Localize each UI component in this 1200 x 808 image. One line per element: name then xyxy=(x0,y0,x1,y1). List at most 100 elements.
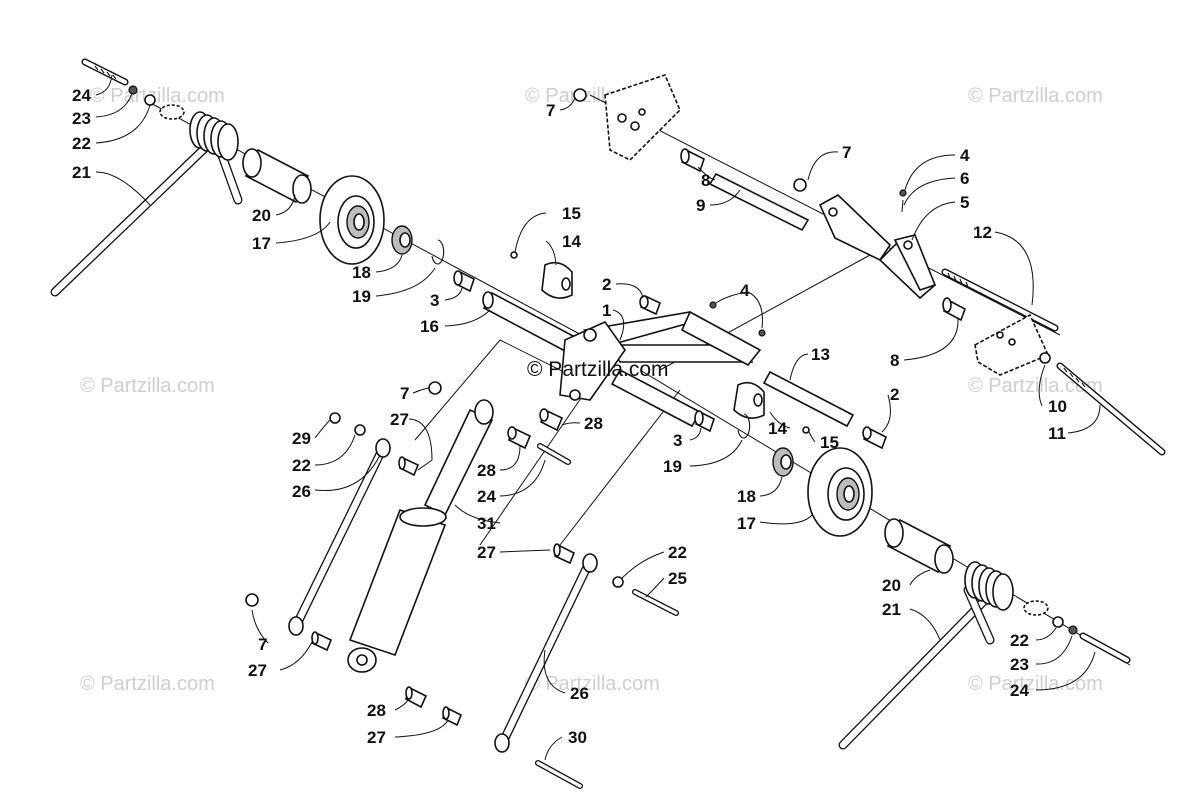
shaft-13 xyxy=(762,370,855,428)
shaft-9 xyxy=(708,172,810,232)
callout-17-mid: 17 xyxy=(737,514,756,533)
callout-18-mid: 18 xyxy=(737,487,756,506)
callout-14-mid: 14 xyxy=(768,419,787,438)
bumper-14-lower xyxy=(733,381,765,419)
nut-7-right xyxy=(793,178,807,192)
callout-28-mid: 28 xyxy=(477,461,496,480)
ghost-spacer-lower xyxy=(1023,600,1049,616)
callout-4-mid: 4 xyxy=(740,281,750,300)
bolt-11 xyxy=(1056,362,1166,456)
callout-30: 30 xyxy=(568,728,587,747)
callout-27-bottom: 27 xyxy=(367,728,386,747)
watermark-mr: © Partzilla.com xyxy=(968,375,1103,397)
axis-lower-right xyxy=(639,369,1131,666)
bolt-24-upper xyxy=(81,58,129,86)
nut-29 xyxy=(329,412,341,424)
link-26-left xyxy=(288,438,391,636)
callout-24-upper: 24 xyxy=(72,86,91,105)
pin-6 xyxy=(901,199,904,213)
callout-13: 13 xyxy=(811,345,830,364)
fitting-4-left xyxy=(709,301,717,309)
callout-24-lower: 24 xyxy=(1010,681,1029,700)
watermark-tr: © Partzilla.com xyxy=(968,85,1103,107)
watermark-ml: © Partzilla.com xyxy=(80,375,215,397)
callout-27-mid-left: 27 xyxy=(390,410,409,429)
bearing-18-lower xyxy=(772,447,794,477)
ghost-spacer xyxy=(159,104,185,120)
callout-16: 16 xyxy=(420,317,439,336)
callout-31: 31 xyxy=(477,514,496,533)
callout-22-upper: 22 xyxy=(72,134,91,153)
callout-labels: 24 23 22 21 20 17 18 19 3 16 15 14 2 1 4… xyxy=(72,86,1067,747)
callout-26-left: 26 xyxy=(292,482,311,501)
callout-7-low-left: 7 xyxy=(258,635,267,654)
bushing-2-right xyxy=(862,426,887,450)
washer-22-left xyxy=(354,424,366,436)
plug-15-upper xyxy=(510,251,518,259)
callout-27-mid: 27 xyxy=(477,543,496,562)
snap-ring-19-lower xyxy=(737,413,751,439)
spacer-20-upper xyxy=(242,148,312,204)
plug-15-lower xyxy=(802,426,810,434)
callout-2-upper: 2 xyxy=(602,275,611,294)
callout-26-bottom: 26 xyxy=(570,684,589,703)
bushing-27-right xyxy=(553,543,576,565)
center-arm-assembly: © Partzilla.com xyxy=(482,251,887,450)
callout-19-upper: 19 xyxy=(352,287,371,306)
nut-7-low xyxy=(245,593,259,607)
bumper-14-upper xyxy=(541,261,573,299)
lower-right-assembly xyxy=(694,410,1131,750)
callout-7-top: 7 xyxy=(546,101,555,120)
callout-29: 29 xyxy=(292,429,311,448)
callout-10: 10 xyxy=(1048,397,1067,416)
bushing-8-right xyxy=(942,297,966,322)
callout-23-lower: 23 xyxy=(1010,655,1029,674)
bolt-24-mid xyxy=(537,443,571,465)
callout-2-right: 2 xyxy=(890,385,899,404)
axis-link-left xyxy=(559,389,681,546)
leader-lines xyxy=(95,74,1101,761)
snap-ring-19-upper xyxy=(431,239,445,265)
washer-10 xyxy=(1039,352,1051,364)
callout-20-upper: 20 xyxy=(252,206,271,225)
watermark-bl: © Partzilla.com xyxy=(80,673,215,695)
bushing-27-low xyxy=(441,706,463,727)
callout-17-upper: 17 xyxy=(252,234,271,253)
callout-23-upper: 23 xyxy=(72,109,91,128)
bushing-3-upper xyxy=(453,270,475,293)
arm-1 xyxy=(559,310,762,401)
wheel-17-lower xyxy=(807,447,873,537)
bushing-28-center xyxy=(539,408,564,432)
callout-27-low-left: 27 xyxy=(248,661,267,680)
torsion-spring-21-upper xyxy=(50,111,243,297)
watermark-tl: © Partzilla.com xyxy=(90,85,225,107)
watermark-bc: © Partzilla.com xyxy=(525,673,660,695)
bushing-28-low xyxy=(405,686,428,709)
callout-6: 6 xyxy=(960,169,969,188)
washer-23-lower xyxy=(1068,625,1078,635)
upper-right-assembly xyxy=(573,74,1166,456)
bolt-12 xyxy=(941,268,1059,332)
callout-15-mid: 15 xyxy=(820,433,839,452)
callout-7-top-right: 7 xyxy=(842,143,851,162)
bushing-3-lower xyxy=(694,410,715,433)
washer-23-upper xyxy=(128,85,138,95)
frame-section-lower xyxy=(974,313,1050,376)
callout-3-upper: 3 xyxy=(430,291,439,310)
callout-9: 9 xyxy=(696,196,705,215)
callout-22-lower: 22 xyxy=(1010,631,1029,650)
callout-12: 12 xyxy=(973,223,992,242)
callout-28-center: 28 xyxy=(584,414,603,433)
callout-22-mid: 22 xyxy=(668,543,687,562)
washer-22-right xyxy=(612,576,624,588)
callout-21-lower: 21 xyxy=(882,600,901,619)
bolt-24-lower xyxy=(1079,632,1131,664)
callout-4-top: 4 xyxy=(960,146,970,165)
callout-24-mid: 24 xyxy=(477,487,496,506)
callout-14-upper: 14 xyxy=(562,232,581,251)
torsion-spring-21-lower xyxy=(838,561,1014,750)
bearing-18-upper xyxy=(391,225,413,255)
callout-8-right: 8 xyxy=(890,351,899,370)
washer-22-upper xyxy=(144,94,156,106)
